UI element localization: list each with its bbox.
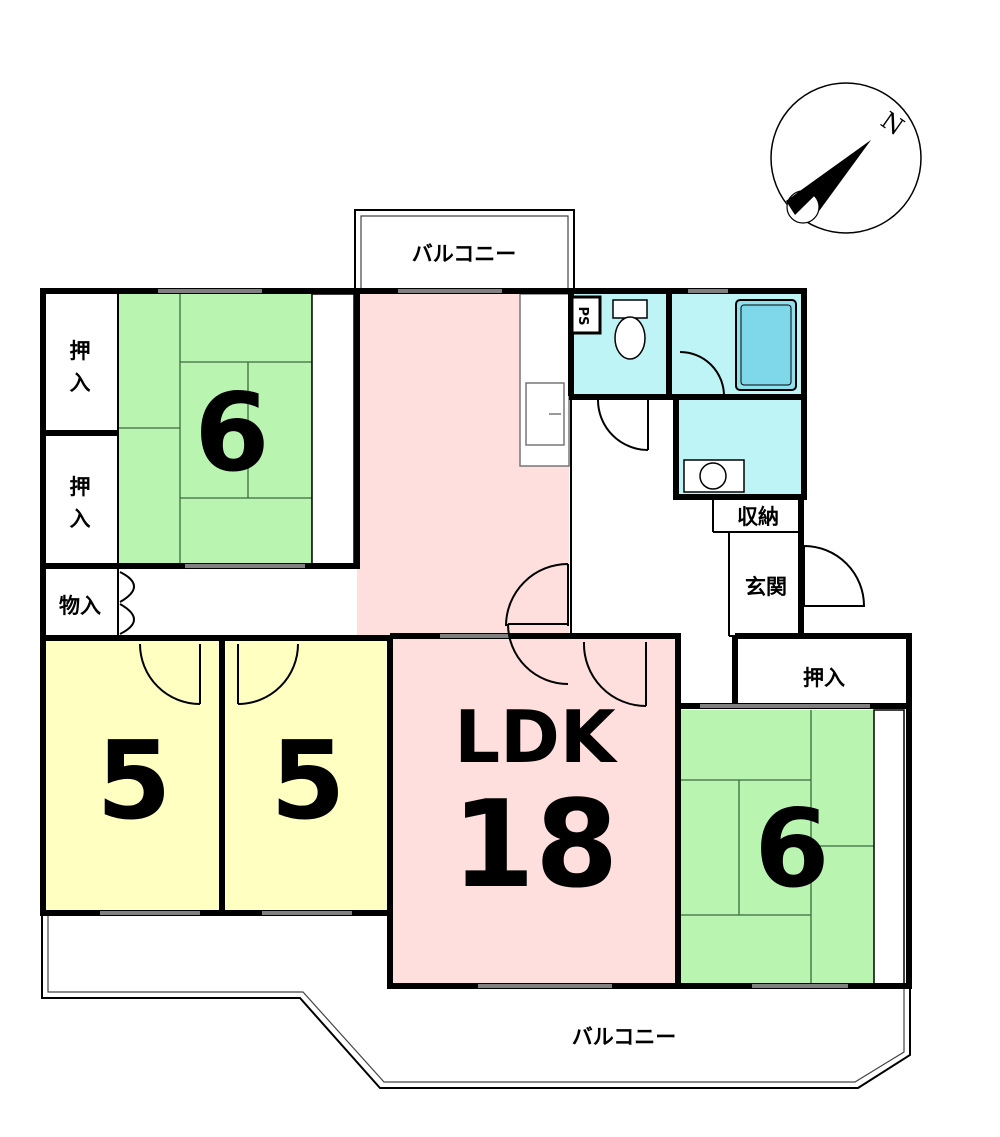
windows [100,289,870,988]
shuunou-label: 収納 [737,505,779,529]
balcony-top-label: バルコニー [412,242,517,266]
balcony-outlines [41,209,911,1089]
ps-label: PS [575,307,590,326]
ldk-fill [393,639,678,986]
kitchen-counter [519,293,570,467]
youshitsu-b-size: 5 [270,719,345,844]
oshiire-2-bottom: 入 [70,507,91,531]
youshitsu-b-fill [226,641,389,913]
washitsu-left-size: 6 [194,371,269,496]
monoire-label: 物入 [59,594,101,618]
youshitsu-a-fill [46,641,219,913]
compass: N [770,82,922,234]
oshiire-1-top: 押 [70,339,91,363]
tatami-right [681,709,905,987]
youshitsu-a-size: 5 [96,719,171,844]
genkan-label: 玄関 [745,575,787,599]
tatami-left [118,293,355,567]
washing-machine [683,459,745,493]
washitsu-right-size: 6 [754,787,829,912]
toilet [612,299,648,360]
oshiire-2-top: 押 [70,475,91,499]
oshiire-1-bottom: 入 [70,371,91,395]
balcony-bottom-label: バルコニー [572,1025,677,1049]
ldk-size: 18 [452,776,619,915]
washitsu-right-fill [681,710,874,986]
ldk-name: LDK [454,695,618,779]
doors [119,351,866,707]
oshiire-3-label: 押入 [803,666,845,690]
